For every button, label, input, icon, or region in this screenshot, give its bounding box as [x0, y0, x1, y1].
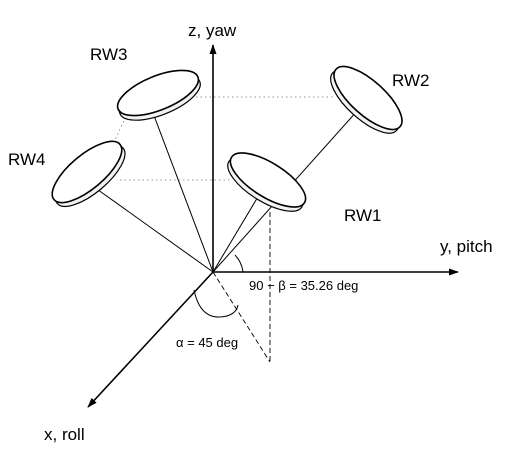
rw3-label: RW3 — [90, 45, 127, 64]
rw3-axis-line — [152, 112, 214, 273]
rw1-axis-line — [212, 184, 266, 273]
alpha-angle-label: α = 45 deg — [176, 335, 238, 350]
projection-lines — [107, 96, 335, 181]
angle-construction — [193, 212, 271, 363]
rw1-disc — [227, 152, 307, 212]
rw4-label: RW4 — [8, 150, 45, 169]
rw4-disc — [51, 140, 126, 207]
alpha-arc — [193, 289, 239, 318]
axes — [87, 44, 459, 408]
rw2-disc — [330, 65, 403, 134]
beta-arc — [234, 254, 244, 273]
y-axis-label: y, pitch — [440, 237, 493, 256]
z-axis-label: z, yaw — [188, 21, 237, 40]
beta-angle-label: 90 − β = 35.26 deg — [249, 278, 358, 293]
rw1-label: RW1 — [344, 206, 381, 225]
rw3-disc — [116, 69, 201, 121]
x-axis — [87, 271, 214, 408]
x-axis-label: x, roll — [44, 425, 85, 444]
rw4-axis-line — [93, 186, 214, 273]
rw2-label: RW2 — [392, 71, 429, 90]
wheel-axes — [93, 109, 359, 273]
